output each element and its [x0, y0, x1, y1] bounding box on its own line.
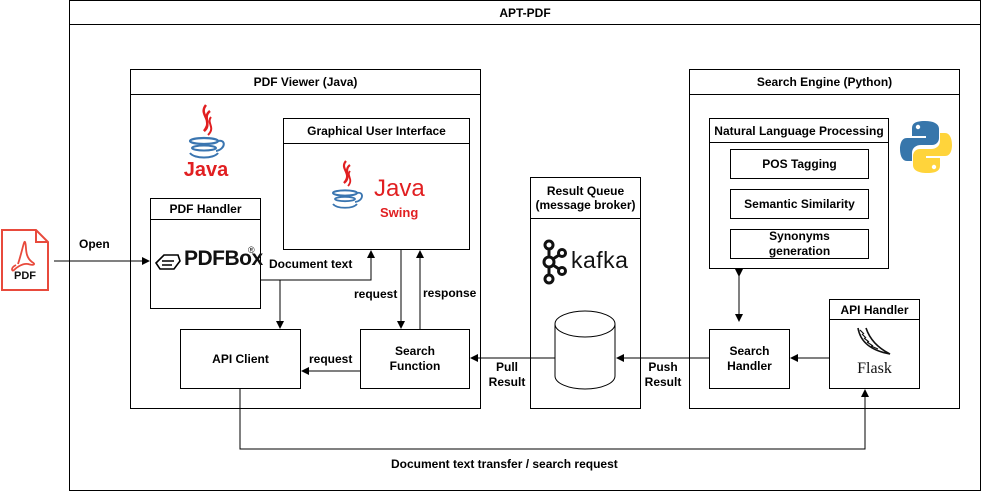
pos-tagging-label: POS Tagging [762, 156, 837, 171]
edge-label-document-text: Document text [269, 257, 353, 271]
java-swing-cup-icon [332, 160, 363, 209]
edge-bottom-transfer [239, 389, 869, 450]
java-logo-text: Java [183, 159, 229, 181]
gui-title: Graphical User Interface [284, 119, 469, 144]
pdf-viewer-title: PDF Viewer (Java) [131, 70, 480, 95]
pdfbox-logo-text: PDFBox [184, 247, 263, 270]
java-logo: Java [180, 103, 232, 183]
semantic-similarity-box: Semantic Similarity [730, 189, 869, 219]
search-function-label: Search Function [389, 344, 441, 373]
apt-pdf-title: APT-PDF [70, 1, 980, 25]
java-swing-logo-sub: Swing [380, 205, 419, 220]
pdfbox-hand-icon [154, 254, 181, 270]
kafka-logo-text: kafka [571, 247, 629, 273]
search-handler-box: Search Handler [709, 329, 790, 389]
search-function-box: Search Function [360, 329, 470, 389]
flask-horn-icon [857, 327, 891, 355]
semantic-similarity-label: Semantic Similarity [744, 196, 855, 211]
kafka-nodes-icon [542, 239, 567, 285]
search-handler-label: Search Handler [727, 344, 772, 373]
pdfbox-logo-reg: ® [248, 245, 255, 255]
pdf-document-icon [1, 229, 49, 291]
result-queue-title: Result Queue (message broker) [531, 178, 640, 219]
java-swing-logo: Java Swing [326, 159, 436, 229]
synonyms-generation-box: Synonyms generation [730, 229, 869, 259]
pdf-file-label: PDF [14, 270, 36, 282]
pos-tagging-box: POS Tagging [730, 149, 869, 179]
nlp-title: Natural Language Processing [710, 119, 888, 143]
pdf-handler-box: PDF Handler PDFBox ® [150, 198, 263, 309]
flask-logo-text: Flask [857, 360, 892, 377]
edge-label-request-down: request [354, 287, 398, 301]
pdfbox-logo: PDFBox ® [154, 243, 263, 277]
api-client-box: API Client [180, 329, 301, 389]
edge-label-push-result: Push Result [644, 360, 682, 389]
api-handler-title: API Handler [830, 300, 919, 320]
pdf-handler-title: PDF Handler [151, 199, 260, 220]
gui-box: Graphical User Interface Java Swing [283, 118, 470, 250]
api-client-label: API Client [212, 351, 269, 366]
python-logo-icon [900, 121, 952, 173]
java-cup-icon [188, 104, 225, 159]
edge-label-bottom: Document text transfer / search request [391, 457, 618, 471]
api-handler-box: API Handler Flask [829, 299, 920, 389]
edge-label-open: Open [79, 237, 110, 251]
edge-label-pull-result: Pull Result [488, 360, 526, 389]
edge-document-text [261, 250, 375, 281]
edge-label-request-left: request [309, 352, 353, 366]
kafka-logo: kafka [537, 238, 637, 288]
edge-label-response-up: response [423, 286, 477, 300]
java-swing-logo-text: Java [374, 175, 425, 202]
synonyms-generation-label: Synonyms generation [768, 229, 831, 258]
search-engine-title: Search Engine (Python) [690, 70, 959, 95]
pdf-file-icon: PDF [0, 228, 50, 292]
queue-database-icon [554, 310, 616, 390]
